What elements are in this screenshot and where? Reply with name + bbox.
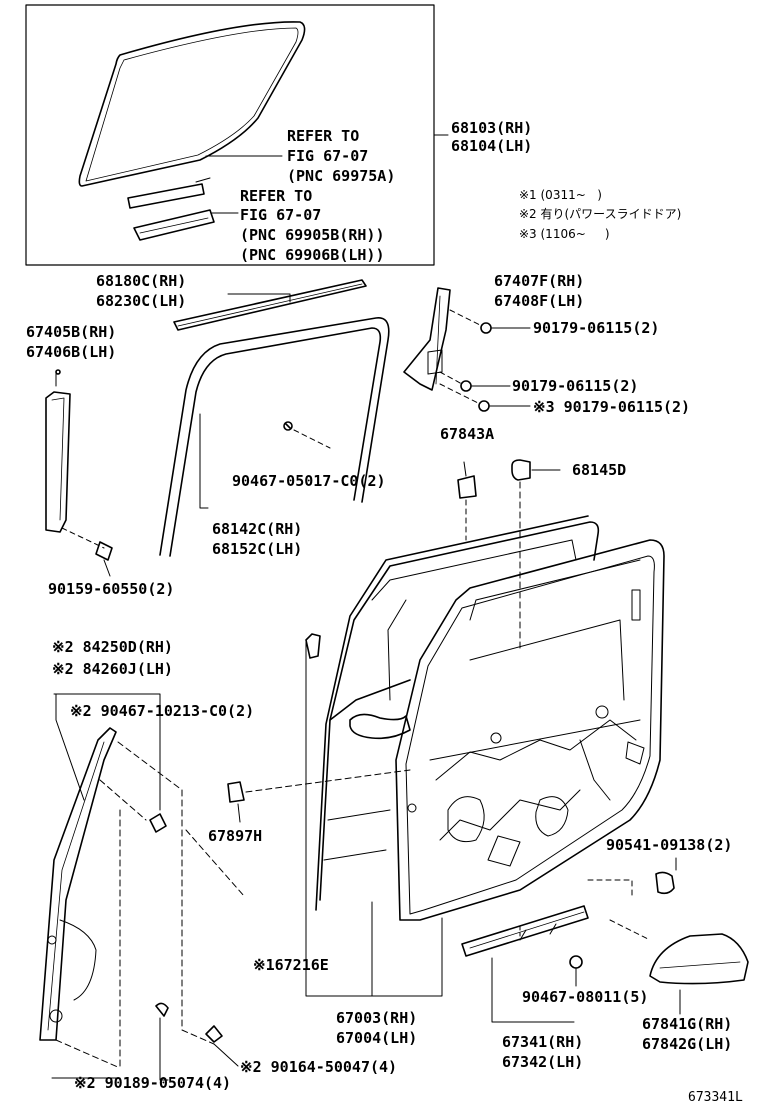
- part-number[interactable]: 67405B(RH): [26, 323, 117, 341]
- door-inner-frame-illustration: [395, 539, 665, 921]
- refer-pnc-label: (PNC 69905B(RH)): [240, 226, 385, 244]
- part-number[interactable]: 90467-05017-C0(2): [232, 472, 386, 490]
- part-number[interactable]: 67408F(LH): [494, 292, 585, 310]
- refer-to-label: REFER TO: [287, 127, 360, 145]
- part-number[interactable]: ※2 90189-05074(4): [74, 1074, 232, 1092]
- part-number[interactable]: 68152C(LH): [212, 540, 303, 558]
- part-number[interactable]: 67897H: [208, 827, 263, 845]
- part-number[interactable]: 90179-06115(2): [533, 319, 660, 337]
- footnote: ※1 (0311~ ): [519, 188, 602, 202]
- part-number[interactable]: ※167216E: [253, 956, 329, 974]
- part-number[interactable]: 67342(LH): [502, 1053, 584, 1071]
- refer-pnc-label: (PNC 69906B(LH)): [240, 246, 385, 264]
- part-number[interactable]: ※2 90164-50047(4): [240, 1058, 398, 1076]
- door-panel-illustration: [315, 515, 600, 911]
- part-number[interactable]: 67003(RH): [336, 1009, 418, 1027]
- window-frame-bracket-illustration: [403, 287, 451, 391]
- part-number[interactable]: 67842G(LH): [642, 1035, 733, 1053]
- part-number[interactable]: 68145D: [572, 461, 627, 479]
- figure-code: 673341L: [688, 1090, 743, 1105]
- belt-moulding-illustration: [173, 279, 367, 331]
- refer-fig-link[interactable]: FIG 67-07: [287, 147, 369, 165]
- part-number[interactable]: 67004(LH): [336, 1029, 418, 1047]
- part-number[interactable]: 68230C(LH): [96, 292, 187, 310]
- footnote: ※2 有り(パワースライドドア): [519, 207, 682, 221]
- part-number[interactable]: 68104(LH): [451, 137, 533, 155]
- part-number[interactable]: 67841G(RH): [642, 1015, 733, 1033]
- part-number[interactable]: 68180C(RH): [96, 272, 187, 290]
- part-number[interactable]: 68142C(RH): [212, 520, 303, 538]
- part-number[interactable]: 67407F(RH): [494, 272, 585, 290]
- run-channel-illustration: [159, 317, 390, 557]
- refer-to-label: REFER TO: [240, 187, 313, 205]
- part-number[interactable]: 90541-09138(2): [606, 836, 733, 854]
- part-number[interactable]: ※2 84260J(LH): [52, 660, 173, 678]
- part-number[interactable]: ※2 84250D(RH): [52, 638, 173, 656]
- part-number[interactable]: ※3 90179-06115(2): [533, 398, 691, 416]
- door-glass-illustration: [78, 21, 306, 187]
- part-number[interactable]: 67406B(LH): [26, 343, 117, 361]
- part-number[interactable]: 90179-06115(2): [512, 377, 639, 395]
- refer-pnc-label: (PNC 69975A): [287, 167, 396, 185]
- part-number[interactable]: 67843A: [440, 425, 495, 443]
- division-bar-illustration: [45, 369, 71, 533]
- footnote: ※3 (1106~ ): [519, 227, 610, 241]
- step-rail-illustration: [461, 905, 589, 957]
- part-number[interactable]: 90159-60550(2): [48, 580, 175, 598]
- refer-fig-link[interactable]: FIG 67-07: [240, 206, 322, 224]
- part-number[interactable]: 67341(RH): [502, 1033, 584, 1051]
- part-number[interactable]: 68103(RH): [451, 119, 533, 137]
- part-number[interactable]: 90467-08011(5): [522, 988, 649, 1006]
- power-slide-door-harness-illustration: [39, 727, 117, 1041]
- part-number[interactable]: ※2 90467-10213-C0(2): [70, 702, 255, 720]
